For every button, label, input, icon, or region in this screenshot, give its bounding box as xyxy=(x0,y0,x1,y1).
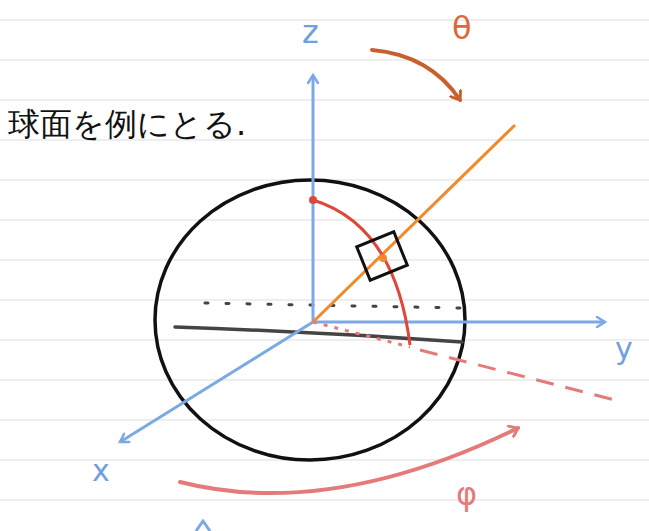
axis-label: y xyxy=(615,334,633,364)
equator-front xyxy=(175,327,462,342)
projection-line xyxy=(313,322,410,347)
angle-label: φ xyxy=(456,478,477,510)
meridian-arc xyxy=(313,200,410,345)
axis-label: x xyxy=(92,456,110,486)
axis-label: z xyxy=(302,16,319,48)
ruled-lines xyxy=(0,20,649,500)
note-text: 球面を例にとる. xyxy=(8,108,246,140)
angle-label: θ xyxy=(452,12,472,44)
radius-line xyxy=(313,125,515,322)
y-axis xyxy=(313,321,605,324)
point-dot xyxy=(379,254,387,262)
theta-arrow xyxy=(372,50,460,100)
projection-dashed xyxy=(420,350,615,400)
surface-element xyxy=(357,232,408,280)
x-axis xyxy=(120,322,313,442)
pen-mark xyxy=(196,521,210,531)
pole-dot xyxy=(309,196,317,204)
sphere-outline xyxy=(155,180,465,460)
